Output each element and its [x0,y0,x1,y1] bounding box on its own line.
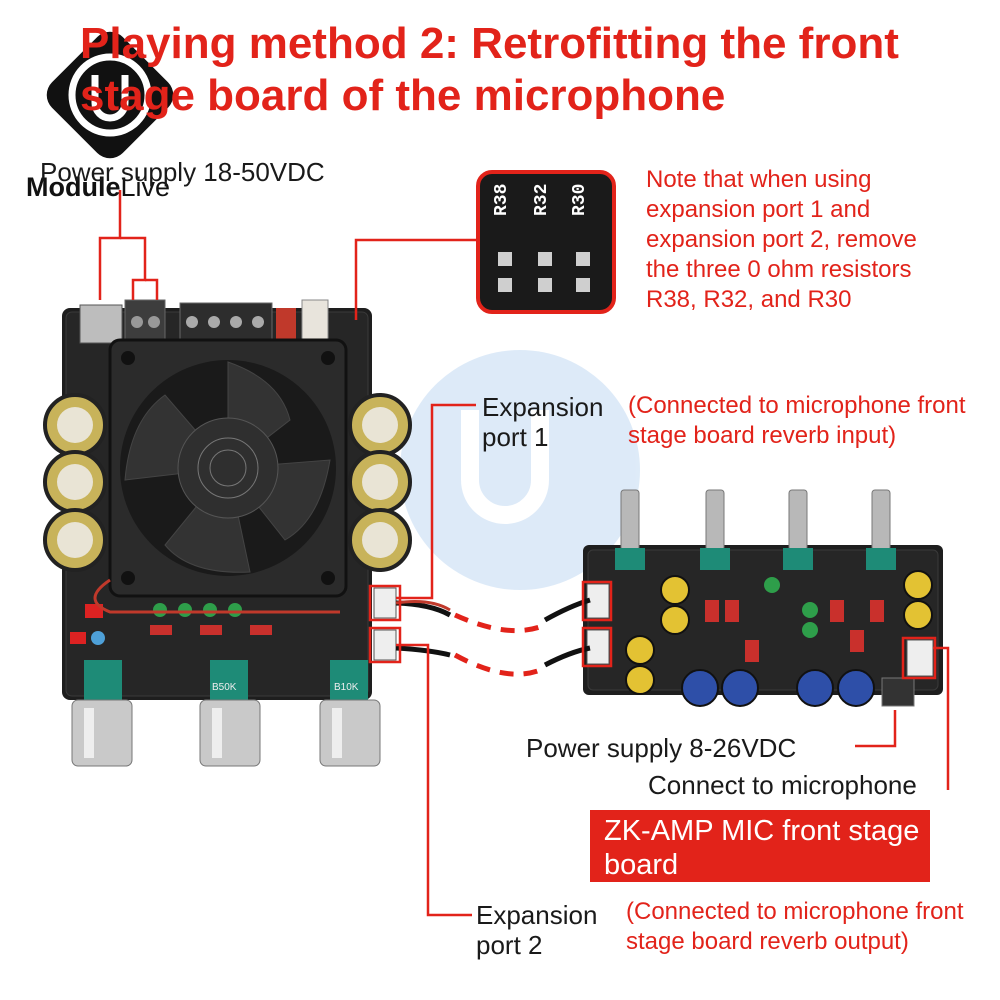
mic-connector [906,639,934,677]
resistor-note: Note that when using expansion port 1 an… [646,166,917,313]
cables [395,597,591,677]
mic-front-board [583,489,943,707]
exp-port-2-label: Expansion port 2 [476,900,598,960]
front-power-terminal [881,677,915,707]
resistor-label-r30: R30 [570,183,590,216]
resistor-inset [476,170,616,314]
dc-jack [79,304,123,344]
capacitors-left [43,393,107,572]
resistor-label-r32: R32 [532,183,552,216]
main-amp-board [43,299,412,767]
leader-lines [98,190,950,917]
power-supply-main-label: Power supply 18-50VDC [40,157,325,187]
connect-mic-label: Connect to microphone [648,770,917,800]
exp-port-2-connector [373,629,397,661]
product-name-badge: ZK-AMP MIC front stage board [590,810,930,882]
brand-logo [46,31,174,159]
capacitors-right [348,393,412,572]
exp-port-2-desc: (Connected to microphone front stage boa… [626,898,964,955]
exp-port-1-label: Expansion port 1 [482,392,604,452]
brand-word-thin: Live [120,172,171,202]
exp-port-1-desc: (Connected to microphone front stage boa… [628,392,966,449]
resistor-label-r38: R38 [492,183,512,216]
brand-wordmark: ModuleLive [26,172,170,203]
brand-word-bold: Module [26,172,121,202]
main-pots [71,660,381,767]
watermark-logo [400,350,640,590]
page-title: Playing method 2: Retrofitting the front… [80,19,899,120]
pot-label-b10k: B10K [334,682,359,693]
exp-port-1-connector [373,587,397,619]
pot-label-b50k: B50K [212,682,237,693]
power-supply-front-label: Power supply 8-26VDC [526,733,797,763]
resistor-labels: R38 R32 R30 [478,176,614,246]
